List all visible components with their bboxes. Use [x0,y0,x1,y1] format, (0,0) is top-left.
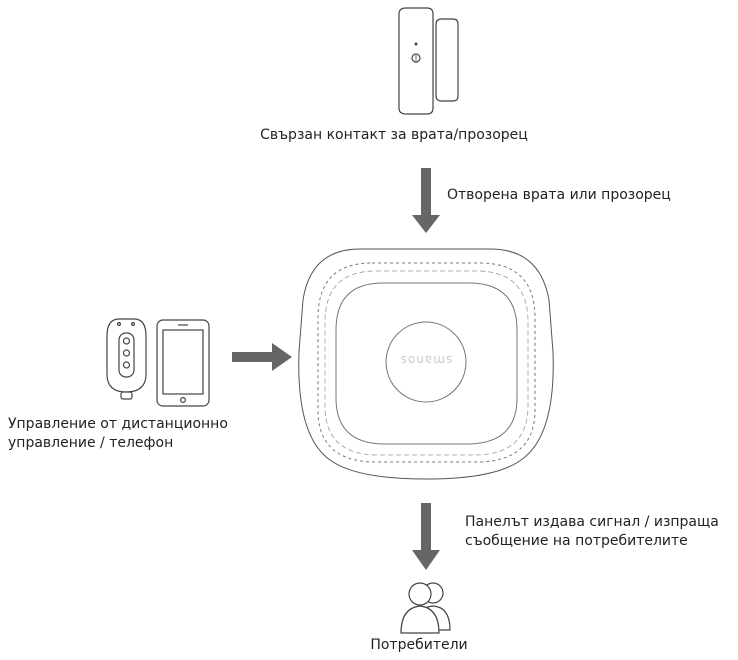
users-icon [400,582,451,634]
hub-logo: smanos [399,353,453,367]
users-label: Потребители [370,637,468,653]
panel-label-line-2: съобщение на потребителите [465,533,688,549]
remote-label: Управление от дистанционно управление / … [8,415,228,453]
panel-label: Панелът издава сигнал / изпраща съобщени… [465,513,719,551]
phone-icon [156,319,210,407]
remote-control-icon [106,318,147,400]
arrow-remote-to-hub [232,343,292,371]
door-window-sensor-icon [398,7,459,115]
arrow-hub-to-users [412,503,440,570]
door-open-label: Отворена врата или прозорец [447,187,671,203]
sensor-label: Свързан контакт за врата/прозорец [260,127,528,143]
remote-label-line-1: Управление от дистанционно [8,416,228,432]
panel-label-line-1: Панелът издава сигнал / изпраща [465,514,719,530]
remote-label-line-2: управление / телефон [8,435,174,451]
alarm-hub-icon [298,248,554,480]
arrow-sensor-to-hub [412,168,440,233]
